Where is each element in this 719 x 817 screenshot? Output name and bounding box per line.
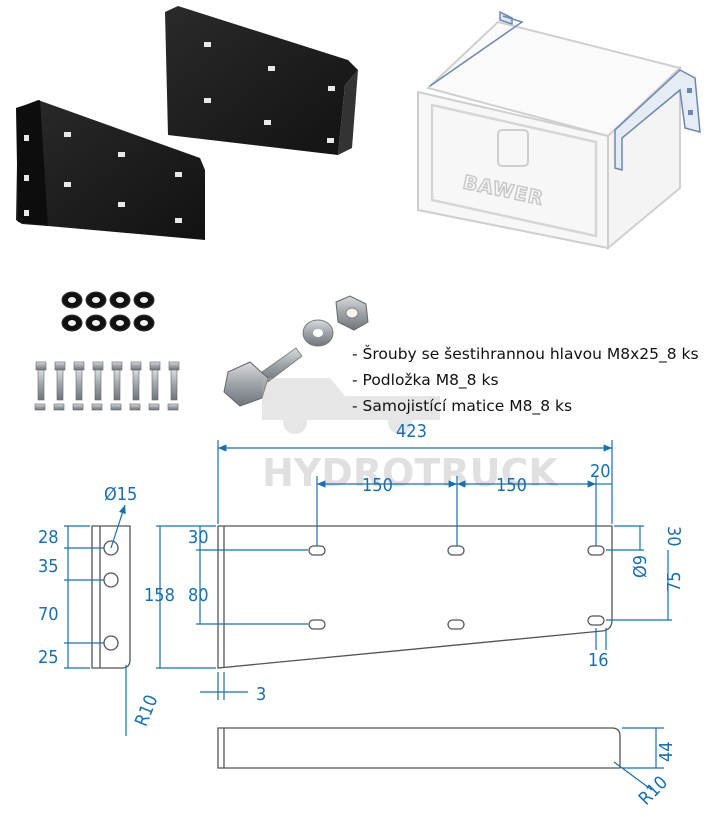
bolts-photo bbox=[34, 361, 180, 411]
washers-photo bbox=[61, 291, 155, 332]
dim-side-hole-diameter: Ø15 bbox=[104, 484, 137, 505]
dim-end-offset: 20 bbox=[590, 461, 611, 482]
dim-side-28: 28 bbox=[38, 527, 59, 548]
note-nuts: - Samojistící matice M8_8 ks bbox=[352, 397, 573, 415]
bracket-photo-front bbox=[16, 100, 205, 240]
side-view-dimension-lines bbox=[64, 504, 127, 736]
side-view-flange bbox=[91, 525, 131, 669]
dim-side-radius: R10 bbox=[131, 692, 162, 729]
front-view-dimension-lines bbox=[156, 440, 672, 700]
dim-flange-44: 44 bbox=[656, 741, 677, 762]
toolbox-illustration: BAWER bbox=[417, 10, 701, 251]
note-bolts: - Šrouby se šestihrannou hlavou M8x25_8 … bbox=[352, 345, 699, 363]
front-view-plate bbox=[217, 525, 613, 669]
top-view-flange bbox=[217, 727, 621, 769]
dim-side-70: 70 bbox=[38, 604, 59, 625]
dim-overall-length: 423 bbox=[396, 421, 427, 442]
dim-spacing-80: 80 bbox=[188, 585, 209, 606]
dim-side-35: 35 bbox=[38, 556, 59, 577]
dim-height-75: 75 bbox=[664, 571, 685, 592]
svg-text:HYDROTRUCK: HYDROTRUCK bbox=[262, 451, 559, 495]
dim-hole-spacing-1: 150 bbox=[362, 475, 393, 496]
note-washers: - Podložka M8_8 ks bbox=[352, 371, 499, 389]
top-view-dimension-lines bbox=[613, 727, 664, 791]
dim-top-30-right: 30 bbox=[663, 526, 684, 547]
dim-bottom-radius: R10 bbox=[635, 772, 672, 809]
dim-hole-spacing-2: 150 bbox=[496, 475, 527, 496]
dim-height-158: 158 bbox=[144, 585, 175, 606]
dim-slot-16: 16 bbox=[588, 650, 609, 671]
bolt-assembly-photo bbox=[223, 295, 369, 407]
bracket-photo-rear bbox=[165, 6, 358, 155]
dim-top-30-left: 30 bbox=[188, 527, 209, 548]
dim-thickness-3: 3 bbox=[256, 684, 266, 705]
dim-slot-diameter: Ø9 bbox=[630, 555, 651, 578]
dim-side-25: 25 bbox=[38, 647, 59, 668]
hydrotruck-watermark: HYDROTRUCK bbox=[262, 378, 559, 495]
